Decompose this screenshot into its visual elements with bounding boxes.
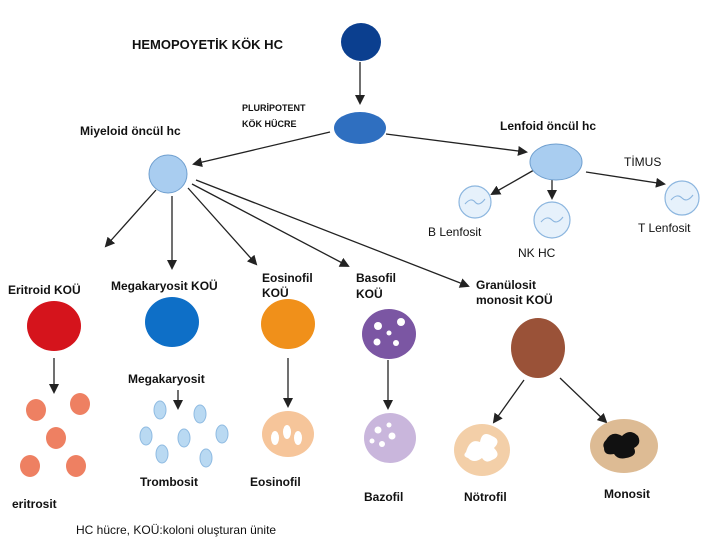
arrow-granulocyte-to-monocyte (559, 377, 608, 424)
monocyte-cell (590, 419, 658, 473)
thrombocyte-label: Trombosit (140, 475, 199, 489)
myeloid-progenitor-label: Miyeloid öncül hc (80, 124, 181, 138)
erythrocytes (20, 393, 90, 477)
arrow-pluripotent-to-myeloid (192, 131, 331, 168)
thymus-label: TİMUS (624, 155, 662, 169)
erythrocyte-cell (70, 393, 90, 415)
basophil-cfu-label-line1: Basofil (356, 271, 397, 285)
platelet (193, 404, 207, 424)
platelets (139, 400, 229, 468)
granulocyte-cfu-label-line1: Granülosit (476, 278, 537, 292)
basophil-cfu-label-line2: KOÜ (356, 287, 383, 301)
arrow-granulocyte-to-neutrophil (492, 379, 525, 424)
b-cell (458, 185, 492, 219)
t-cell (664, 180, 700, 216)
mature-eosinophil-cell (262, 411, 314, 457)
erythrocyte-cell (26, 399, 46, 421)
eosinophil-cfu-label-line2: KOÜ (262, 286, 289, 300)
pluripotent-label-line1: PLURİPOTENT (242, 103, 306, 113)
nk-cell (533, 201, 571, 239)
stem-cell-label: HEMOPOYETİK KÖK HC (132, 37, 283, 52)
pluripotent-stem-cell (334, 112, 386, 144)
platelet (139, 426, 153, 446)
arrow-myeloid-to-eosinophil (187, 187, 258, 266)
erythroid-cfu-cell (27, 301, 81, 351)
platelet (215, 424, 229, 444)
mature-basophil-cell (364, 413, 416, 463)
lymphoid-progenitor-cell (529, 143, 583, 181)
platelet (153, 400, 167, 420)
erythrocyte-cell (46, 427, 66, 449)
stem-cell (341, 23, 381, 61)
pluripotent-label-line2: KÖK HÜCRE (242, 119, 297, 129)
t-cell-label: T Lenfosit (638, 221, 691, 235)
arrow-myeloid-to-erythroid (104, 189, 157, 248)
arrow-lymphoid-to-t-cell (585, 171, 666, 188)
monocyte-label: Monosit (604, 487, 650, 501)
b-cell-label: B Lenfosit (428, 225, 482, 239)
granulocyte-monocyte-cfu-cell (511, 318, 565, 378)
basophil-label: Bazofil (364, 490, 404, 504)
lymphoid-progenitor-label: Lenfoid öncül hc (500, 119, 596, 133)
arrow-myeloid-to-granulocyte (195, 179, 470, 288)
platelet (177, 428, 191, 448)
neutrophil-label: Nötrofil (464, 490, 507, 504)
neutrophil-cell (454, 424, 510, 476)
megakaryocyte-cfu-label: Megakaryosit KOÜ (111, 279, 218, 293)
arrows (49, 62, 666, 424)
erythrocyte-cell (66, 455, 86, 477)
granulocyte-cfu-label-line2: monosit KOÜ (476, 293, 553, 307)
myeloid-progenitor-cell (148, 154, 188, 194)
megakaryocyte-label: Megakaryosit (128, 372, 205, 386)
erythrocyte-cell (20, 455, 40, 477)
erythrocyte-label: eritrosit (12, 497, 57, 511)
eosinophil-cfu-label-line1: Eosinofil (262, 271, 313, 285)
megakaryocyte-cfu-cell (145, 297, 199, 347)
platelet (155, 444, 169, 464)
eosinophil-label: Eosinofil (250, 475, 301, 489)
platelet (199, 448, 213, 468)
arrow-lymphoid-to-b-cell (490, 169, 535, 195)
arrow-pluripotent-to-lymphoid (385, 133, 528, 156)
arrow-myeloid-to-basophil (191, 183, 350, 267)
footnote: HC hücre, KOÜ:koloni oluşturan ünite (76, 523, 277, 537)
erythroid-cfu-label: Eritroid KOÜ (8, 283, 81, 297)
basophil-cfu-cell (362, 309, 416, 359)
nk-cell-label: NK HC (518, 246, 556, 260)
eosinophil-cfu-cell (261, 299, 315, 349)
